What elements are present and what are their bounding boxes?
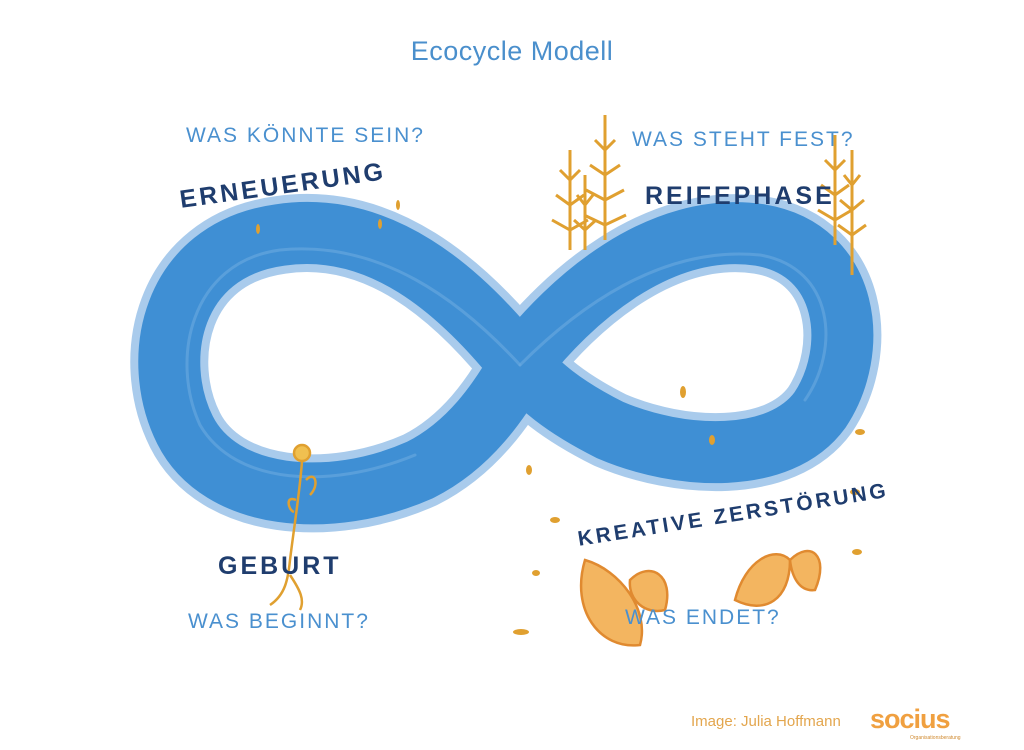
socius-logo: socius	[870, 704, 951, 734]
flower-icon	[269, 443, 317, 611]
renewal-question: Was könnte sein?	[186, 124, 425, 147]
infinity-loop	[130, 194, 882, 533]
maturity-question: Was steht fest?	[632, 128, 855, 151]
image-credit: Image: Julia Hoffmann	[691, 713, 841, 730]
destruction-question: Was endet?	[625, 606, 781, 629]
birth-label: Geburt	[218, 552, 342, 580]
leaf-icon	[579, 549, 822, 647]
tree-icon	[817, 135, 867, 275]
page-title: Ecocycle Modell	[410, 36, 614, 66]
logo-subtitle: Organisationsberatung	[910, 735, 961, 741]
birth-question: Was beginnt?	[188, 610, 370, 633]
falling-leaves	[256, 200, 865, 635]
tree-icon	[551, 115, 627, 250]
maturity-label: Reifephase	[645, 182, 835, 210]
